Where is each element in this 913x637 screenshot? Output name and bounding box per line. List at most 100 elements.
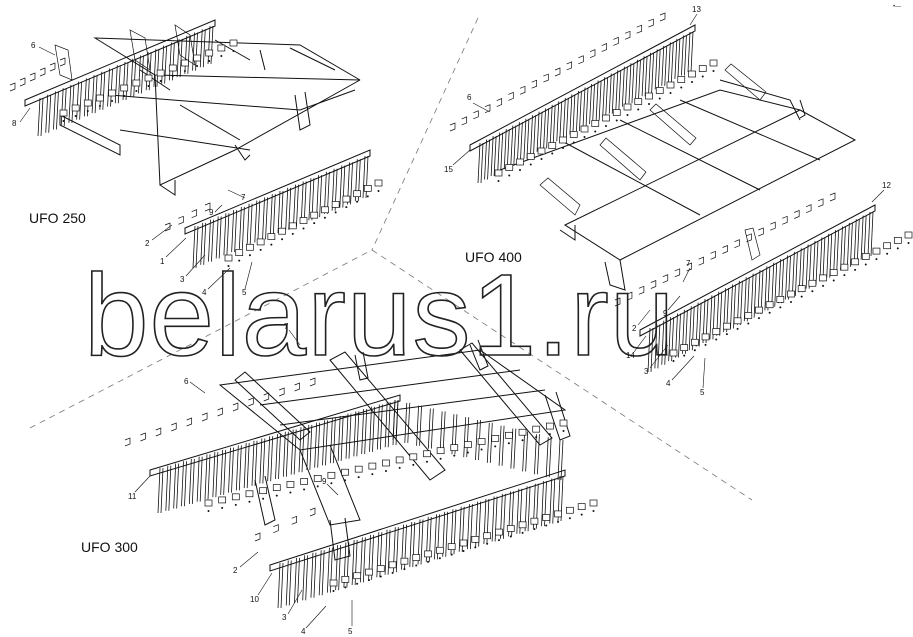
nut [316,485,319,488]
nut [159,80,162,82]
u-bolt-clip [309,507,316,517]
spring-tine [621,66,628,107]
ufo250-label: UFO 250 [29,210,86,226]
u-bolt-clip [186,417,193,427]
u-bolt-clip [273,524,279,533]
ufo400-callouts: 13 6 15 12 7 9 2 14 3 4 5 [444,5,891,397]
nut [330,482,333,485]
spring-tine [615,70,622,111]
ufo250-clips-lower [164,202,211,232]
spring-tine [522,431,529,472]
spring-tine [523,118,530,159]
nut [757,317,760,320]
u-bolt-clip [648,18,654,28]
tine-clamp-plate [591,120,600,127]
spring-tine [138,55,144,94]
spring-tine [345,413,352,459]
tine-clamp-plate [840,263,849,271]
spring-tine [498,425,505,466]
spring-tine [497,132,504,173]
ufo400-tines-lower [647,211,874,373]
spring-tine [53,91,59,130]
ufo400-clips-lower [614,192,836,307]
tine-clamp-plate [701,333,710,341]
nut [356,200,359,203]
u-bolt-clip [217,407,223,417]
spring-tine [562,97,569,138]
tine-clamp-plate [829,269,838,276]
ufo400-clips-upper [449,12,666,132]
spring-tine [282,431,289,477]
nut [371,473,374,476]
nut [234,503,237,506]
tine-clamp-plate [733,317,742,325]
nut [412,463,415,466]
callout-number: 7 [241,193,246,202]
u-bolt-clip [698,256,704,266]
nut [238,259,241,262]
tine-clamp-plate [569,131,578,138]
spring-tine [176,39,183,78]
nut [391,571,394,574]
spring-tine [290,429,297,475]
tine-clamp-plate [447,543,456,550]
callout-number: 9 [663,309,668,318]
spring-tine [196,456,203,502]
tine-clamp-plate [723,322,731,330]
tine-clamp-plate [374,179,383,187]
tine-clamp-plate [554,510,562,518]
callout-number: 3 [180,275,185,284]
tine-clamp-plate [205,49,214,57]
spring-tine [184,35,191,74]
tine-clamp-plate [688,70,696,78]
spring-tine [165,465,172,511]
spring-tine [416,405,422,446]
spring-tine [200,222,207,265]
tine-clamp-plate [589,499,598,507]
nut [221,506,224,509]
nut [875,258,878,261]
nut [379,575,382,578]
u-bolt-clip [124,437,131,447]
spring-tine [275,433,281,480]
u-bolt-clip [614,297,621,307]
nut [626,114,629,116]
nut [736,327,739,330]
ufo300-clips-lower [254,507,316,542]
spring-tine [853,219,860,264]
spring-tine [602,77,609,118]
spring-tine [300,181,307,224]
spring-tine [228,447,234,493]
nut [507,442,510,445]
nut [672,360,675,362]
u-bolt-clip [782,215,788,225]
tine-clamp-plate [193,54,201,62]
nut [535,436,538,439]
spring-tine [238,206,245,249]
tine-clamp-plate [537,147,546,155]
spring-tine [860,215,867,260]
spring-tine [687,31,694,73]
u-bolt-clip [794,209,800,219]
ufo400-plates-lower [669,231,913,362]
tine-clamp-plate [204,499,213,507]
spring-tine [647,327,654,373]
tine-clamp-plate [526,153,535,160]
spring-tine [318,550,325,596]
tine-clamp-plate [395,456,404,464]
u-bolt-clip [39,67,46,77]
u-bolt-clip [164,222,171,232]
spring-tine [192,32,198,71]
spring-tine [778,259,785,304]
ufo300-frame [218,339,571,561]
spring-tine [207,25,214,65]
callout-number: 4 [666,379,671,388]
tine-clamp-plate [376,565,385,572]
spring-tine [168,42,175,81]
nut [811,290,814,293]
nut [725,333,728,336]
ufo250-plates-upper [59,39,238,122]
tine-clamp-plate [712,328,721,335]
nut [580,513,583,516]
